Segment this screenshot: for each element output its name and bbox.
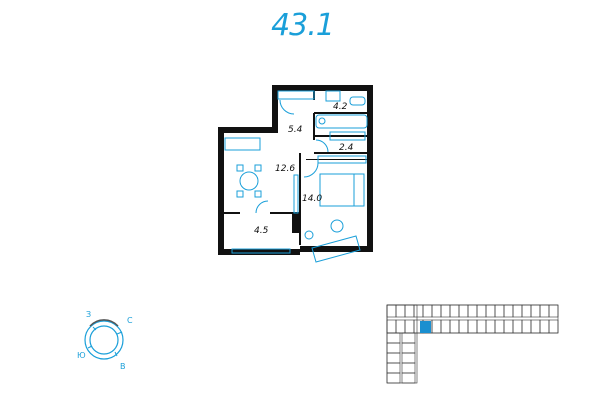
room-area-bedroom: 14.0 xyxy=(302,194,322,204)
total-area-title: 43.1 xyxy=(271,8,335,43)
tv-stand xyxy=(317,155,367,164)
site-plan-unit xyxy=(467,319,478,334)
site-plan-unit xyxy=(467,304,478,318)
site-plan-unit xyxy=(503,319,514,334)
site-plan-unit xyxy=(404,304,415,318)
chair-icon xyxy=(254,190,262,198)
site-plan-unit xyxy=(440,304,451,318)
site-plan-unit xyxy=(401,342,416,354)
door-swing xyxy=(303,162,319,178)
site-plan-unit xyxy=(386,304,397,318)
compass-east: В xyxy=(120,362,126,371)
room-area-kitchen: 12.6 xyxy=(275,164,295,174)
site-plan-unit xyxy=(401,372,416,384)
site-plan-unit xyxy=(401,352,416,364)
door-swing xyxy=(279,99,295,115)
toilet-icon xyxy=(349,96,366,106)
site-plan-unit xyxy=(458,304,469,318)
fixtures xyxy=(224,90,368,263)
door-swing xyxy=(255,200,269,214)
site-plan-unit xyxy=(413,304,424,318)
compass-north: С xyxy=(127,316,133,325)
site-plan-unit xyxy=(431,304,442,318)
chair-icon xyxy=(254,164,262,172)
site-plan-unit xyxy=(530,304,541,318)
site-plan-unit xyxy=(395,304,406,318)
site-plan-unit xyxy=(494,304,505,318)
site-plan-unit xyxy=(431,319,442,334)
site-plan-unit xyxy=(521,319,532,334)
site-plan-unit xyxy=(449,304,460,318)
site-plan-unit xyxy=(485,304,496,318)
chair-icon xyxy=(236,164,244,172)
site-plan-unit xyxy=(404,319,415,334)
site-plan-unit xyxy=(521,304,532,318)
site-plan-unit xyxy=(386,332,401,344)
site-plan-unit xyxy=(422,304,433,318)
site-plan-unit xyxy=(476,319,487,334)
wardrobe-shelf xyxy=(277,90,315,100)
site-plan-unit xyxy=(395,319,406,334)
site-plan-unit xyxy=(548,304,559,318)
site-plan-unit xyxy=(386,372,401,384)
site-plan-unit xyxy=(458,319,469,334)
building-site-plan xyxy=(386,304,559,384)
door-swing xyxy=(315,139,329,153)
site-plan-unit xyxy=(530,319,541,334)
site-plan-unit xyxy=(503,304,514,318)
washer-icon xyxy=(318,117,326,125)
apartment-location-highlight xyxy=(420,321,431,333)
desk-bay-window xyxy=(311,235,361,263)
site-plan-unit xyxy=(512,304,523,318)
compass-west: З xyxy=(86,310,91,319)
bathtub-icon xyxy=(315,114,368,129)
site-plan-unit xyxy=(548,319,559,334)
room-area-bathroom: 4.2 xyxy=(333,102,348,112)
site-plan-unit xyxy=(386,342,401,354)
compass: З С Ю В xyxy=(77,310,133,371)
site-plan-unit xyxy=(386,362,401,374)
wardrobe-bedroom xyxy=(293,174,299,214)
site-plan-unit xyxy=(401,362,416,374)
site-plan-unit xyxy=(512,319,523,334)
site-plan-unit xyxy=(494,319,505,334)
site-plan-unit xyxy=(440,319,451,334)
site-plan-unit xyxy=(386,352,401,364)
site-plan-unit xyxy=(539,304,550,318)
site-plan-unit xyxy=(449,319,460,334)
room-area-wardrobe: 2.4 xyxy=(339,143,354,153)
site-plan-unit xyxy=(485,319,496,334)
site-plan-unit xyxy=(476,304,487,318)
kitchen-counter xyxy=(224,137,261,151)
window xyxy=(231,248,291,254)
room-area-hallway: 5.4 xyxy=(288,125,303,135)
bed-icon xyxy=(319,173,365,207)
chair-icon xyxy=(330,219,344,233)
compass-south: Ю xyxy=(77,351,86,360)
site-plan-unit xyxy=(539,319,550,334)
site-plan-unit xyxy=(401,332,416,344)
dining-table-icon xyxy=(239,171,259,191)
site-plan-unit xyxy=(386,319,397,334)
room-area-balcony: 4.5 xyxy=(254,226,269,236)
wardrobe-shelf-2 xyxy=(329,131,366,141)
sink-icon xyxy=(325,90,341,102)
column xyxy=(292,213,300,233)
plant-icon xyxy=(304,230,314,240)
chair-icon xyxy=(236,190,244,198)
